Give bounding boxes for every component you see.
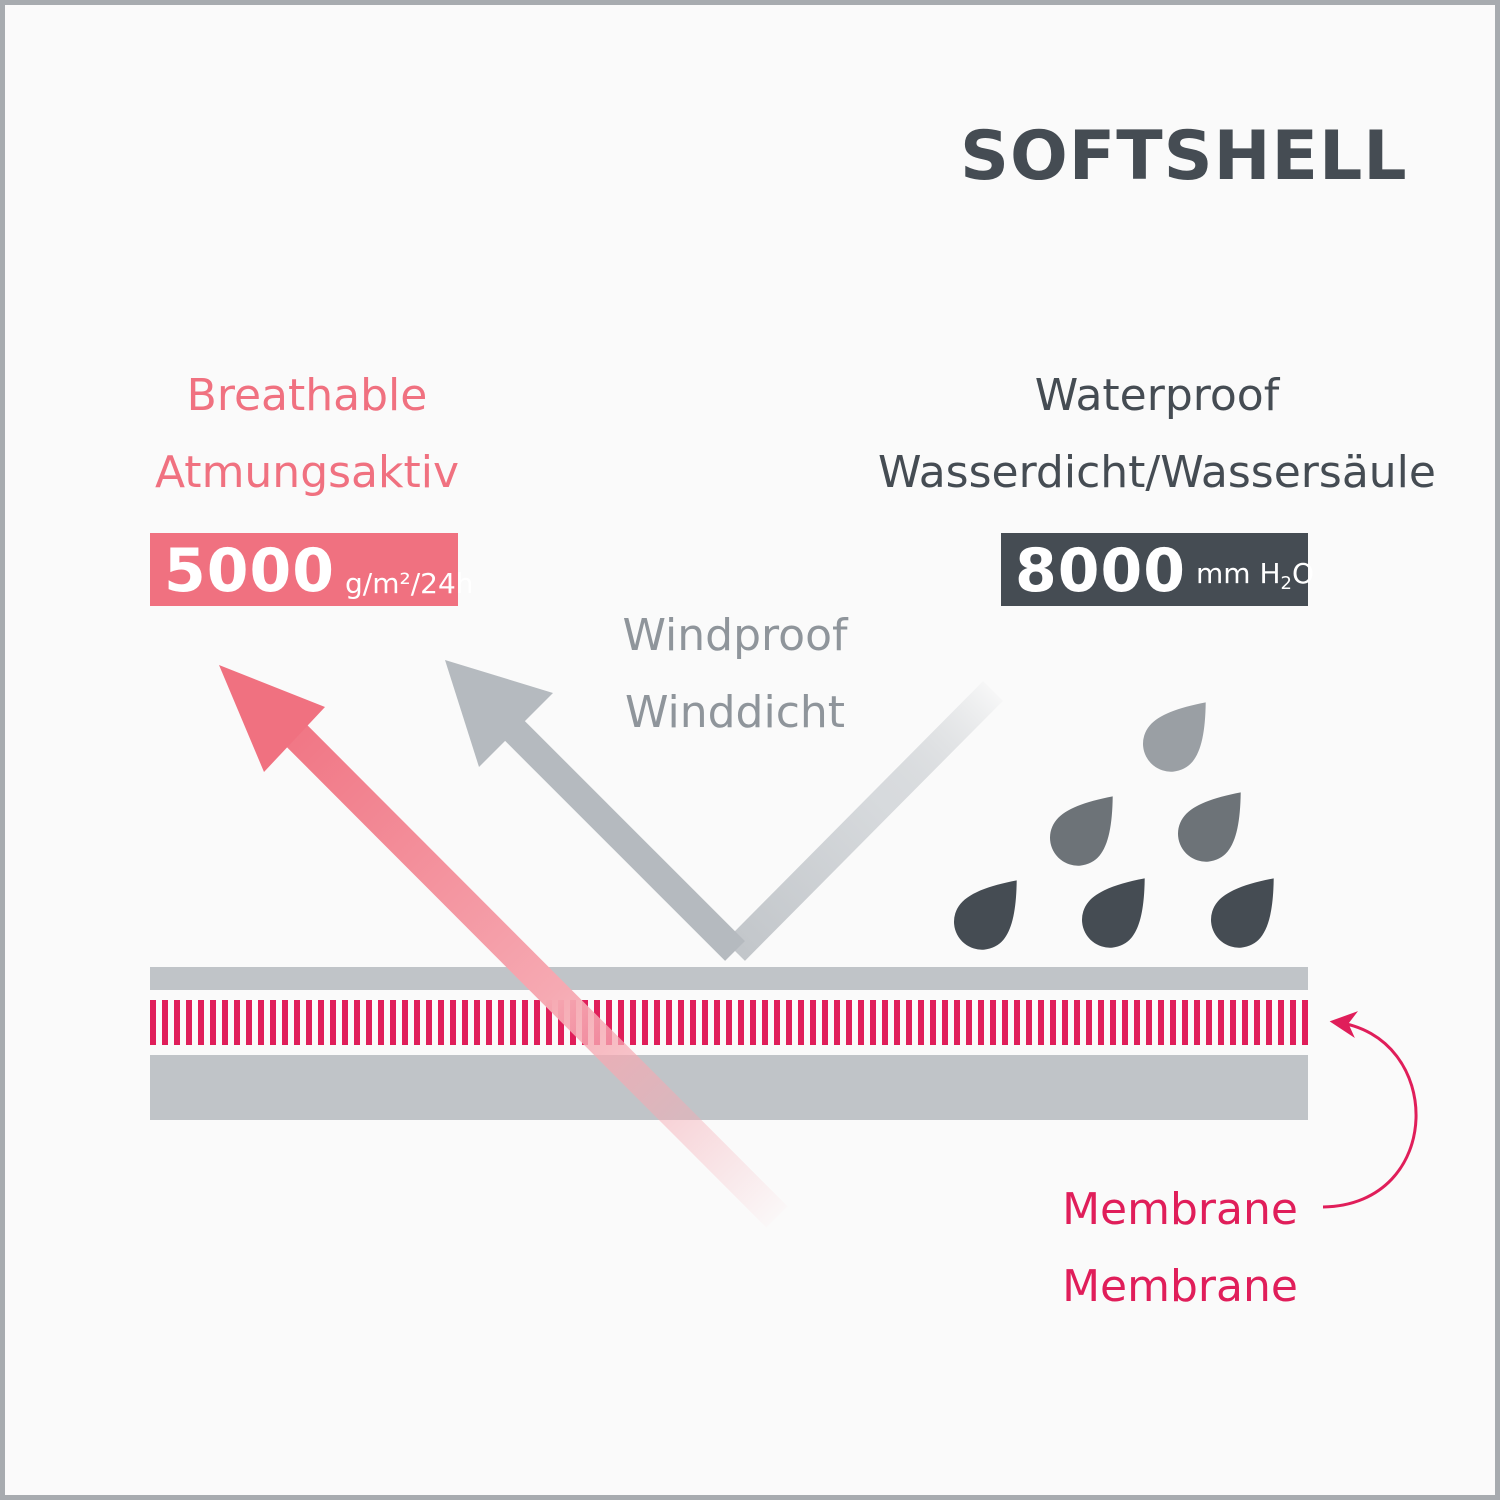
waterproof-label-en: Waterproof bbox=[1034, 370, 1280, 421]
arrow-up-left-icon bbox=[219, 665, 325, 772]
arrow-up-left-icon bbox=[445, 660, 553, 767]
raindrop-icon bbox=[954, 880, 1017, 950]
breathability-badge: 5000 g/m²/24h bbox=[150, 533, 474, 606]
breathable-label-de: Atmungsaktiv bbox=[154, 447, 460, 498]
breathability-unit: g/m²/24h bbox=[345, 567, 474, 600]
membrane-label: Membrane Membrane bbox=[1005, 1171, 1355, 1325]
membrane-layer bbox=[150, 1000, 1308, 1045]
membrane-label-en: Membrane bbox=[1062, 1184, 1298, 1235]
waterproof-label-de: Wasserdicht/Wassersäule bbox=[878, 447, 1436, 498]
water-column-unit-sub: 2 bbox=[1280, 573, 1292, 594]
breathable-label-en: Breathable bbox=[186, 370, 428, 421]
raindrop-icon bbox=[1178, 792, 1241, 862]
page-title: SOFTSHELL bbox=[960, 117, 1408, 196]
windproof-label-de: Winddicht bbox=[624, 687, 846, 738]
wind-arrow-incoming bbox=[725, 681, 1003, 961]
raindrop-icon bbox=[1050, 796, 1113, 866]
raindrop-icon bbox=[1211, 878, 1274, 948]
breathable-label: Breathable Atmungsaktiv bbox=[105, 357, 509, 511]
windproof-label-en: Windproof bbox=[622, 610, 848, 661]
water-column-unit: mm H2O bbox=[1196, 560, 1314, 596]
wind-arrow-reflected bbox=[445, 660, 745, 961]
inner-fabric-layer bbox=[150, 1055, 1308, 1120]
water-column-badge: 8000 mm H2O bbox=[1001, 533, 1314, 606]
fabric-layer-diagram bbox=[150, 660, 1418, 1228]
waterproof-label: Waterproof Wasserdicht/Wassersäule bbox=[875, 357, 1439, 511]
water-column-unit-tail: O bbox=[1291, 557, 1315, 590]
raindrop-icon bbox=[1082, 878, 1145, 948]
water-column-value: 8000 bbox=[1015, 536, 1186, 606]
breathability-value: 5000 bbox=[164, 536, 335, 606]
raindrops bbox=[954, 702, 1274, 950]
outer-fabric-layer bbox=[150, 967, 1308, 990]
breathable-arrow bbox=[219, 665, 788, 1228]
windproof-label: Windproof Winddicht bbox=[565, 597, 905, 751]
curved-arrow-icon bbox=[1322, 1011, 1418, 1209]
raindrop-icon bbox=[1143, 702, 1206, 772]
membrane-label-de: Membrane bbox=[1062, 1261, 1298, 1312]
water-column-unit-main: mm H bbox=[1196, 557, 1281, 590]
